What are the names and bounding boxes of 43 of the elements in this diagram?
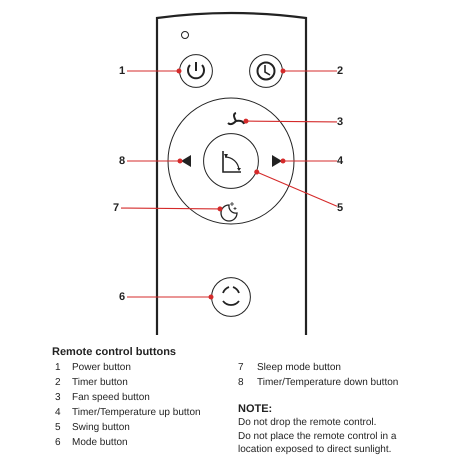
list-item: Timer button [72, 377, 128, 389]
list-number: 2 [55, 377, 61, 389]
leader-line [127, 294, 214, 300]
heading: Remote control buttons [52, 346, 176, 358]
list-item: Mode button [72, 437, 128, 449]
round-button [179, 54, 213, 88]
leader-line [121, 206, 222, 212]
list-item: Timer/Temperature up button [72, 407, 201, 419]
note-text: Do not drop the remote control. [238, 417, 376, 429]
callout-number: 8 [119, 155, 127, 167]
leader-line [244, 118, 337, 124]
moon-icon [220, 199, 240, 219]
arrow-button [271, 154, 283, 168]
arrow-button [180, 154, 192, 168]
list-number: 8 [238, 377, 244, 389]
leader-line [127, 158, 182, 164]
leader-line [280, 158, 337, 164]
list-number: 3 [55, 392, 61, 404]
round-button [203, 133, 259, 189]
note-heading: NOTE: [238, 403, 272, 415]
leader-line [254, 170, 338, 207]
list-item: Timer/Temperature down button [257, 377, 398, 389]
note-text: Do not place the remote control in a location exposed to direct sunlight. [238, 430, 398, 456]
list-number: 7 [238, 362, 244, 374]
list-number: 1 [55, 362, 61, 374]
list-item: Fan speed button [72, 392, 150, 404]
list-number: 5 [55, 422, 61, 434]
callout-number: 1 [119, 65, 127, 77]
callout-number: 4 [337, 155, 345, 167]
leader-line [280, 68, 337, 74]
callout-number: 7 [113, 202, 121, 214]
round-button [211, 277, 251, 317]
list-number: 6 [55, 437, 61, 449]
callout-number: 3 [337, 116, 345, 128]
list-item: Power button [72, 362, 131, 374]
list-item: Swing button [72, 422, 130, 434]
list-number: 4 [55, 407, 61, 419]
list-item: Sleep mode button [257, 362, 341, 374]
callout-number: 2 [337, 65, 345, 77]
leader-line [127, 68, 182, 74]
callout-number: 6 [119, 291, 127, 303]
callout-number: 5 [337, 202, 345, 214]
round-button [249, 54, 283, 88]
